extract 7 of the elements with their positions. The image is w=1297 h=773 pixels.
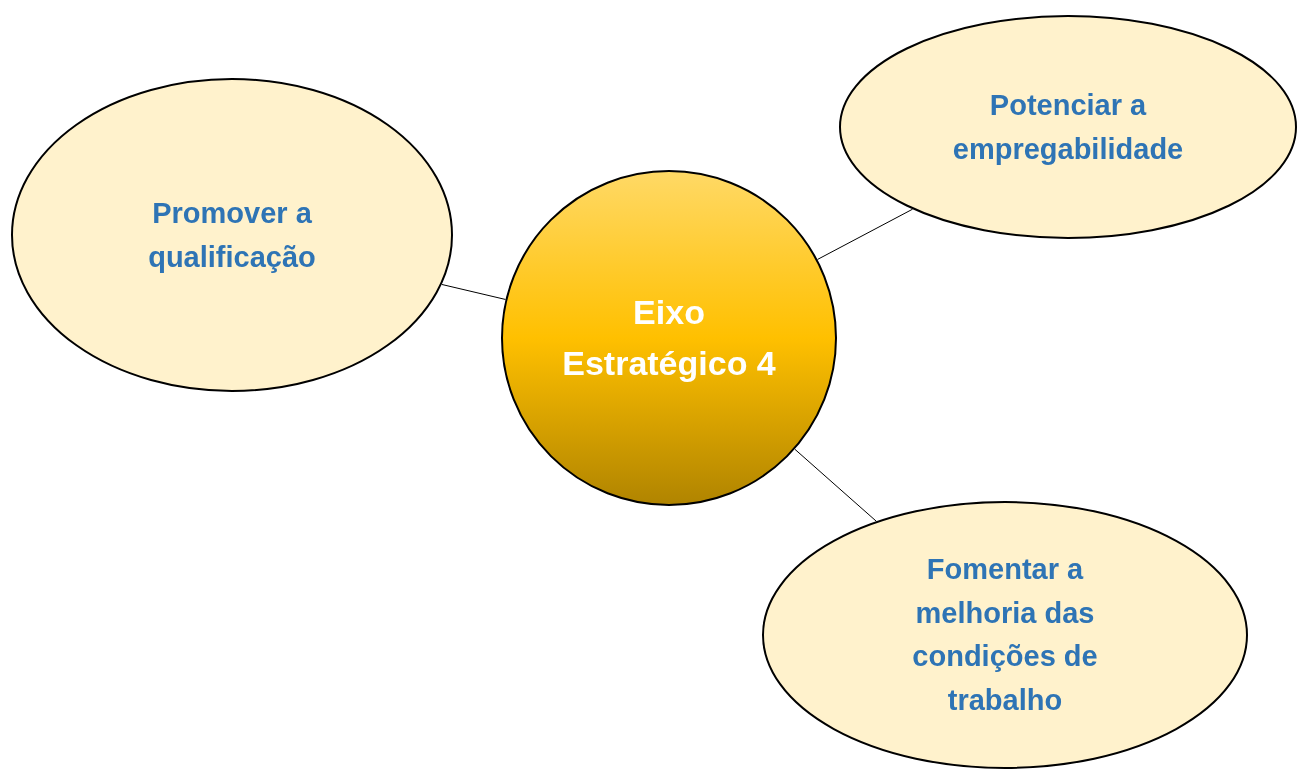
node-label: Fomentar a melhoria das condições de trabalho: [911, 552, 1099, 718]
node-label: Promover a qualificação: [147, 195, 317, 275]
connector-line: [817, 208, 913, 260]
connector-line: [794, 448, 877, 522]
node-label: Eixo Estratégico 4: [561, 292, 777, 384]
connector-line: [441, 283, 506, 300]
node-label: Potenciar a empregabilidade: [951, 87, 1185, 167]
